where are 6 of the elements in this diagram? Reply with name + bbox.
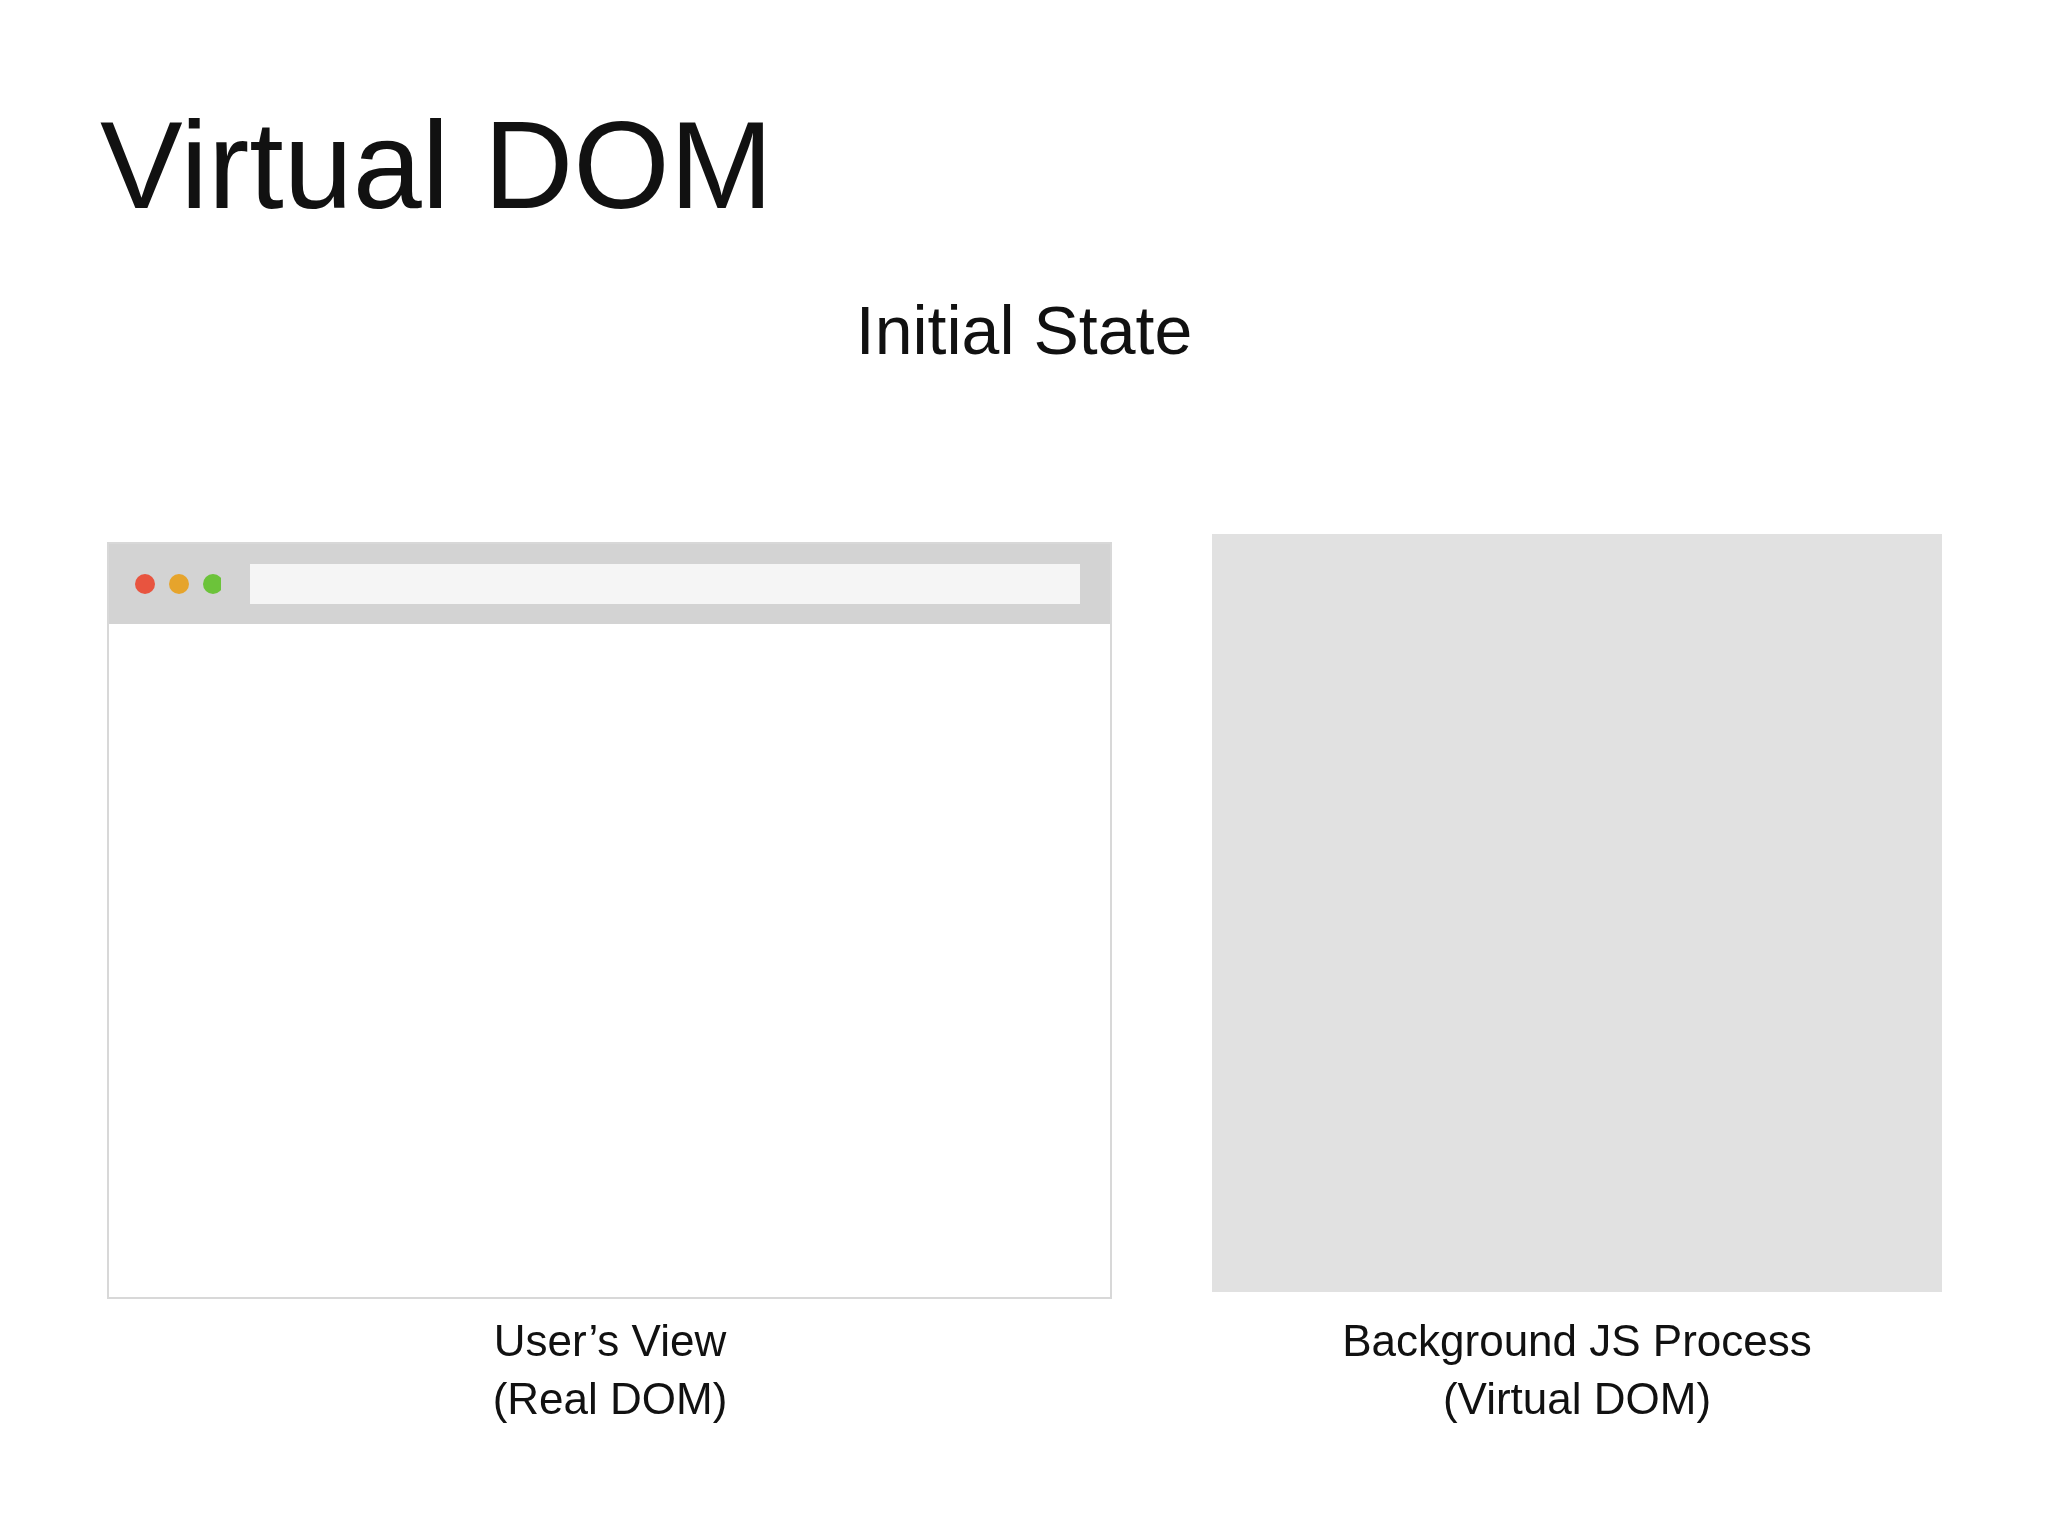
node-label: Background JS Process (Virtual DOM) <box>1341 1315 1813 1425</box>
browser-window <box>107 542 1112 1299</box>
subtitle: Initial State <box>855 291 1193 370</box>
slide-title: Virtual DOM <box>100 95 773 235</box>
node-label: User’s View (Real DOM) <box>491 1315 729 1425</box>
process-panel <box>1212 534 1942 1292</box>
